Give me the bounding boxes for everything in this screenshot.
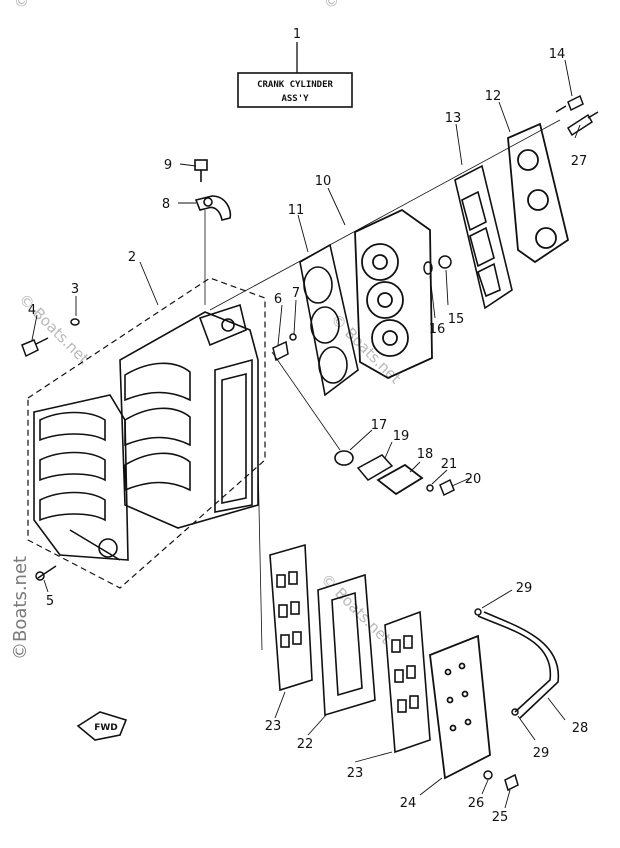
bolt-14 — [555, 94, 584, 113]
callout-4: 4 — [28, 303, 36, 318]
bolt-9 — [194, 159, 208, 182]
callout-23b: 23 — [347, 766, 364, 781]
callout-23a: 23 — [265, 719, 282, 734]
watermark-1: © Boats.net — [10, 0, 88, 13]
callout-2: 2 — [128, 250, 136, 265]
watermark-2: © Boats.net — [320, 0, 398, 13]
callout-20: 20 — [465, 472, 482, 487]
callout-18: 18 — [417, 447, 434, 462]
callout-24: 24 — [400, 796, 417, 811]
title-box: CRANK CYLINDER ASS'Y — [237, 42, 353, 108]
callout-5: 5 — [46, 594, 54, 609]
title-box-line1: CRANK CYLINDER — [257, 80, 333, 90]
exhaust-gasket-23a — [269, 543, 313, 692]
title-box-line2: ASS'Y — [281, 94, 309, 104]
clip-29a — [474, 608, 482, 616]
callout-29b: 29 — [533, 746, 550, 761]
spark-plug-27 — [566, 111, 599, 137]
callout-1: 1 — [293, 27, 301, 42]
bolt-4 — [21, 337, 49, 358]
callout-29a: 29 — [516, 581, 533, 596]
thermostat-17 — [334, 450, 354, 466]
washer-26 — [483, 770, 493, 780]
callout-9: 9 — [164, 158, 172, 173]
callout-28: 28 — [572, 721, 589, 736]
callout-21: 21 — [441, 457, 458, 472]
watermark-side: ©Boats.net — [10, 556, 31, 660]
cylinder-gasket-11 — [299, 243, 359, 397]
crankcase-assembly-outline — [27, 277, 266, 589]
gasket-19 — [356, 454, 394, 481]
bolt-20 — [439, 478, 455, 497]
fwd-arrow-icon: FWD — [76, 711, 128, 741]
callout-12: 12 — [485, 89, 502, 104]
callout-16: 16 — [429, 322, 446, 337]
bolt-25 — [504, 773, 519, 792]
pin-7 — [289, 333, 297, 341]
callout-17: 17 — [371, 418, 388, 433]
callout-10: 10 — [315, 174, 332, 189]
plug-15 — [438, 255, 452, 269]
cylinder-head-10 — [354, 208, 433, 380]
callout-19: 19 — [393, 429, 410, 444]
clip-29b — [511, 708, 519, 716]
head-cover-12 — [507, 122, 570, 264]
watermarks: © Boats.net © Boats.net © Boats.net © Bo… — [10, 0, 405, 660]
leader-lines — [31, 59, 581, 809]
callouts: 1 2 3 4 5 6 7 8 9 10 11 12 13 14 15 16 1… — [28, 27, 588, 825]
head-gasket-13 — [454, 164, 513, 310]
dowel-pin-3 — [70, 318, 80, 326]
callout-27: 27 — [571, 154, 588, 169]
clamp-8 — [194, 195, 232, 221]
exhaust-gasket-23b — [384, 610, 431, 754]
callout-26: 26 — [468, 796, 485, 811]
washer-21 — [426, 484, 434, 492]
callout-25: 25 — [492, 810, 509, 825]
cover-18 — [376, 463, 424, 496]
o-ring-16 — [423, 261, 433, 275]
callout-7: 7 — [292, 286, 300, 301]
hose-28 — [477, 611, 560, 719]
exhaust-outer-cover-24 — [429, 634, 491, 780]
callout-3: 3 — [71, 282, 79, 297]
callout-15: 15 — [448, 312, 465, 327]
callout-11: 11 — [288, 203, 305, 218]
callout-22: 22 — [297, 737, 314, 752]
callout-8: 8 — [162, 197, 170, 212]
crankcase-front-half — [33, 394, 129, 561]
exploded-axis — [209, 119, 561, 311]
exhaust-inner-cover-22 — [317, 573, 376, 717]
fwd-label: FWD — [94, 723, 118, 733]
callout-13: 13 — [445, 111, 462, 126]
bolt-5 — [35, 565, 57, 581]
callout-14: 14 — [549, 47, 566, 62]
cylinder-block — [119, 303, 259, 529]
callout-6: 6 — [274, 292, 282, 307]
